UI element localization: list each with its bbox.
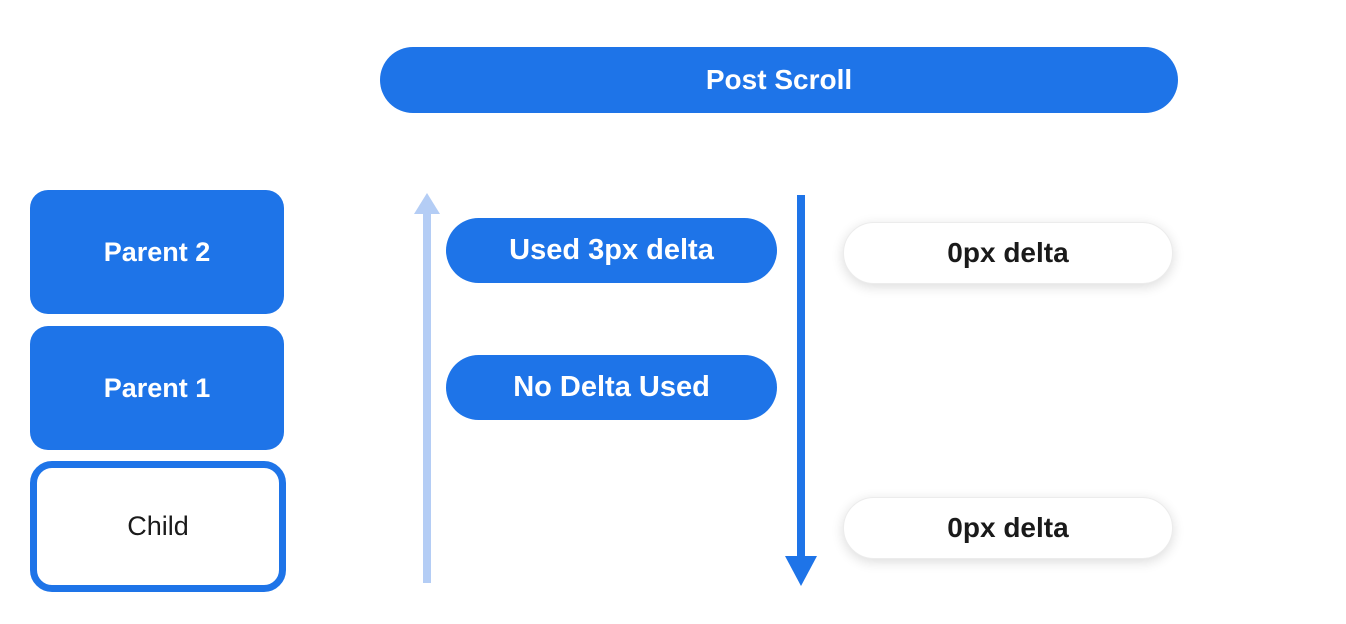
used-delta-label: Used 3px delta: [509, 234, 714, 266]
child-box: Child: [30, 461, 286, 592]
scroll-up-arrow-icon: [423, 212, 431, 583]
parent-1-box: Parent 1: [30, 326, 284, 450]
scroll-down-arrowhead-icon: [785, 556, 817, 586]
parent-1-label: Parent 1: [103, 372, 211, 403]
zero-delta-top-label: 0px delta: [947, 237, 1069, 268]
parent-2-box: Parent 2: [30, 190, 284, 314]
no-delta-pill: No Delta Used: [446, 355, 777, 420]
title-label: Post Scroll: [705, 64, 853, 95]
used-delta-pill: Used 3px delta: [446, 218, 777, 283]
zero-delta-bottom-pill: 0px delta: [843, 497, 1173, 559]
zero-delta-top-pill: 0px delta: [843, 222, 1173, 284]
scroll-down-arrow-icon: [797, 195, 805, 556]
child-label: Child: [127, 511, 189, 541]
parent-2-label: Parent 2: [103, 236, 211, 267]
scroll-up-arrowhead-icon: [414, 193, 440, 214]
zero-delta-bottom-label: 0px delta: [947, 512, 1069, 543]
title-pill: Post Scroll: [380, 47, 1178, 113]
no-delta-label: No Delta Used: [513, 371, 710, 403]
